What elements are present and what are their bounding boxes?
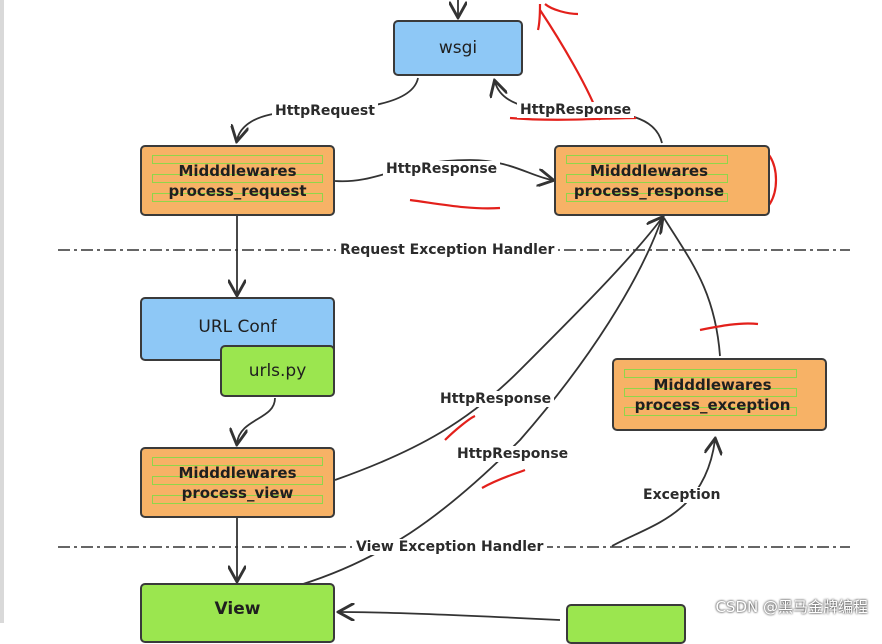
red-underline-response-top [509, 116, 637, 121]
edge-exception-to-response [663, 217, 721, 357]
process-exception-node: Midddlewares process_exception [612, 358, 827, 431]
process-request-node: Midddlewares process_request [140, 145, 335, 216]
view-label: View [214, 599, 261, 619]
diagram-connectors [58, 0, 850, 623]
view-exception-handler-label: View Exception Handler [352, 539, 548, 555]
urls-py-label: urls.py [248, 361, 307, 381]
process-response-node: Midddlewares process_response [554, 145, 770, 216]
edge-label-http-response-view2: HttpResponse [454, 446, 572, 462]
edge-view-to-response [299, 217, 663, 586]
url-conf-label: URL Conf [198, 317, 277, 337]
process-exception-method: process_exception [634, 395, 791, 414]
edge-label-http-response-mid: HttpResponse [383, 161, 501, 177]
edge-label-exception: Exception [640, 487, 724, 503]
red-underline-view1 [444, 414, 476, 441]
process-request-method: process_request [168, 181, 307, 200]
edge-label-http-response-view: HttpResponse [437, 391, 555, 407]
edge-label-http-request: HttpRequest [272, 103, 378, 119]
red-underline-view2 [481, 468, 526, 489]
csdn-watermark: CSDN @黑马金牌编程 [715, 598, 868, 616]
process-view-title: Midddlewares [178, 463, 297, 482]
process-response-method: process_response [573, 181, 725, 200]
view-node: View [140, 583, 335, 643]
process-request-title: Midddlewares [178, 161, 297, 180]
red-underline-mid [409, 198, 501, 210]
wsgi-label: wsgi [438, 38, 478, 58]
process-response-title: Midddlewares [589, 161, 709, 180]
process-view-node: Midddlewares process_view [140, 447, 335, 518]
edge-urls-to-view-mw [237, 397, 276, 443]
edge-viewmw-to-response [334, 218, 662, 481]
request-exception-handler-label: Request Exception Handler [336, 242, 559, 258]
edge-label-http-response-top: HttpResponse [517, 102, 635, 118]
red-underline-exception [699, 322, 759, 332]
wsgi-node: wsgi [393, 20, 523, 76]
edge-request-to-response [334, 159, 552, 181]
urls-py-node: urls.py [220, 345, 335, 397]
partial-green-node [566, 604, 686, 644]
red-annotation-arrowhead-2 [536, 3, 542, 31]
edge-into-view-bottom [340, 612, 561, 620]
left-edge-line [0, 0, 4, 623]
edge-view-to-exception [611, 440, 715, 547]
process-exception-title: Midddlewares [653, 375, 772, 394]
process-view-method: process_view [181, 483, 294, 502]
red-annotation-arrowhead [544, 3, 579, 16]
